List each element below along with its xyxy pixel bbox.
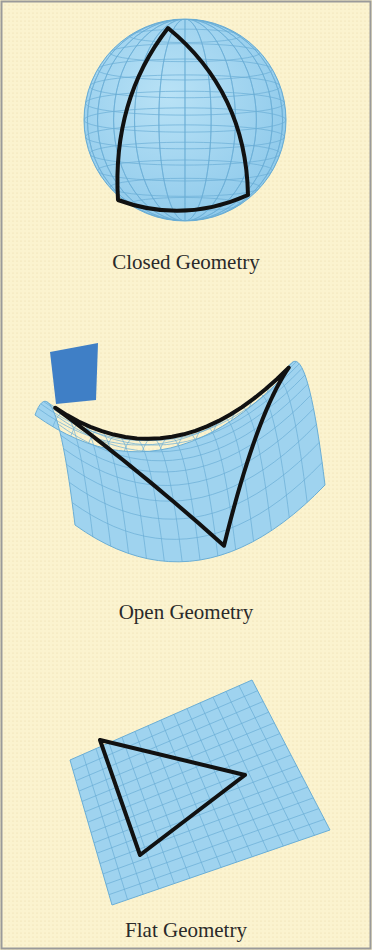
caption-label: Open Geometry bbox=[0, 600, 372, 625]
saddle-underside bbox=[50, 343, 98, 404]
flat-triangle bbox=[100, 740, 245, 855]
hyperbolic-triangle bbox=[55, 368, 289, 546]
caption-label: Flat Geometry bbox=[0, 918, 372, 943]
saddle-surface bbox=[35, 343, 325, 562]
sphere bbox=[84, 19, 286, 221]
flat-plane bbox=[70, 680, 330, 905]
caption-label: Closed Geometry bbox=[0, 250, 372, 275]
spherical-triangle bbox=[117, 28, 248, 211]
